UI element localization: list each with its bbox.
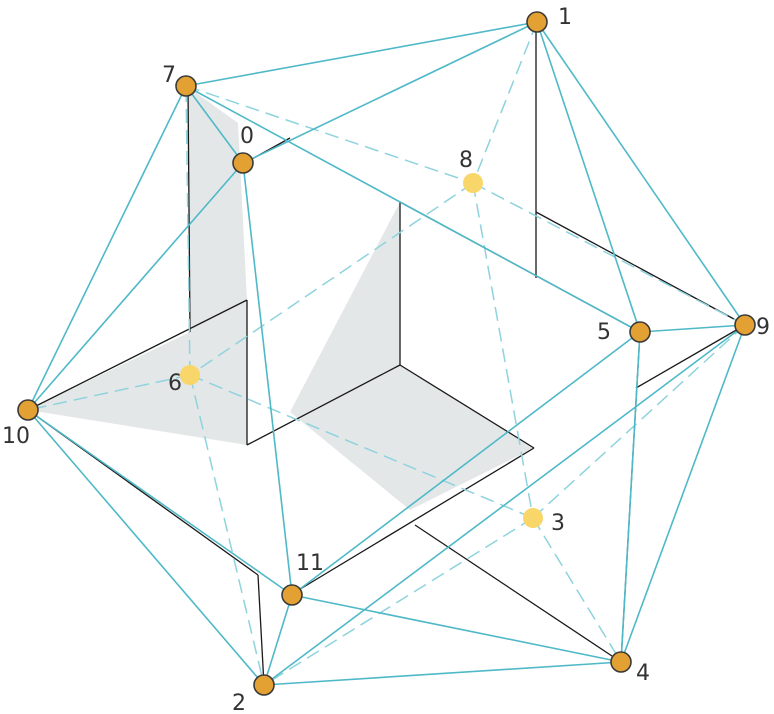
vertex-6 [180, 365, 200, 385]
edge-1-0 [242, 21, 538, 164]
edge-10-11 [27, 409, 293, 596]
hidden-edges [27, 21, 746, 686]
edge-7-5 [185, 85, 641, 333]
vertex-label-7: 7 [162, 63, 176, 88]
edge-0-11 [242, 162, 293, 596]
hidden-edge-3-9 [532, 324, 746, 519]
vertex-labels: 1 7 0 8 5 9 6 10 3 11 2 4 [2, 5, 770, 714]
edge-7-10 [27, 85, 187, 411]
edge-11-2 [263, 594, 293, 686]
plane-shading [28, 87, 534, 510]
plane-line [399, 364, 535, 449]
plane-line [27, 299, 248, 411]
hidden-edge-8-3 [472, 182, 534, 519]
vertex-label-6: 6 [168, 371, 182, 396]
vertex-3 [523, 508, 543, 528]
vertex-label-3: 3 [551, 511, 565, 536]
hidden-edge-6-10 [27, 374, 191, 411]
vertex-8 [463, 173, 483, 193]
vertex-label-11: 11 [296, 551, 324, 576]
vertex-label-8: 8 [459, 148, 473, 173]
vertices [17, 11, 756, 696]
vertex-4 [610, 651, 632, 673]
hidden-edge-7-8 [185, 85, 474, 184]
edge-1-5 [536, 21, 641, 333]
hidden-edge-8-6 [189, 182, 474, 376]
plane-line [246, 364, 401, 446]
vertex-1 [526, 11, 548, 33]
hidden-edge-8-9 [472, 182, 746, 326]
vertex-0 [232, 152, 254, 174]
hidden-edge-6-2 [189, 374, 265, 686]
vertex-10 [17, 399, 39, 421]
edge-0-10 [27, 162, 244, 411]
hidden-edge-6-7 [185, 85, 191, 376]
edge-1-7 [185, 21, 538, 87]
vertex-label-1: 1 [558, 5, 572, 30]
vertex-7 [175, 75, 197, 97]
plane-line [414, 524, 622, 663]
edge-9-2 [263, 324, 746, 686]
vertex-2 [253, 674, 275, 696]
plane-fill-center [290, 202, 400, 412]
vertex-5 [629, 321, 651, 343]
plane-fill-lower [290, 365, 534, 510]
vertex-label-5: 5 [597, 320, 611, 345]
edge-5-4 [620, 331, 641, 663]
plane-line [257, 574, 265, 686]
plane-line [535, 211, 746, 326]
vertex-label-10: 10 [2, 424, 30, 449]
vertex-label-0: 0 [240, 124, 254, 149]
visible-edges [27, 21, 746, 686]
edge-11-4 [291, 594, 622, 663]
edge-5-11 [291, 331, 641, 596]
edge-9-5 [639, 324, 746, 333]
edge-2-4 [263, 661, 622, 686]
hidden-edge-3-2 [263, 517, 534, 686]
plane-fill-horizontal [28, 300, 247, 445]
hidden-edge-1-8 [472, 21, 538, 184]
vertex-label-9: 9 [756, 315, 770, 340]
vertex-label-4: 4 [636, 661, 650, 686]
plane-line [635, 324, 746, 389]
edge-10-2 [27, 409, 265, 686]
plane-line [187, 86, 191, 333]
vertex-9 [734, 314, 756, 336]
vertex-11 [281, 584, 303, 606]
edge-9-4 [620, 324, 746, 663]
plane-fill-vertical [188, 87, 247, 332]
edge-1-9 [536, 21, 746, 326]
edge-7-0 [185, 85, 244, 164]
hidden-edge-3-4 [532, 517, 622, 663]
vertex-label-2: 2 [232, 691, 246, 714]
plane-line [291, 447, 535, 595]
